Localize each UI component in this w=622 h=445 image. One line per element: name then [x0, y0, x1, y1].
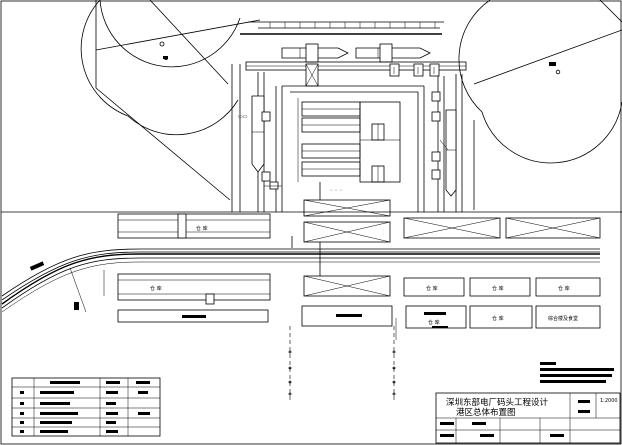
cross-yards: [301, 199, 601, 327]
svg-text:仓 库: 仓 库: [150, 285, 162, 292]
legend-table: [11, 377, 161, 437]
roads: [288, 236, 397, 400]
label-yard-mid-right: 仓 库: [426, 285, 438, 292]
left-circle-area: [80, 0, 261, 201]
notes-block: [540, 362, 614, 383]
central-warehouse-block: ◦ ◦ ◦: [282, 85, 425, 212]
right-circle-area: [458, 0, 622, 210]
title-block: 深圳东部电厂码头工程设计 港区总体布置图 1:2000: [435, 392, 621, 444]
label-yard-corner: 综合楼及食堂: [548, 315, 578, 322]
left-pier: ▭▭: [231, 64, 283, 212]
title-project: 深圳东部电厂码头工程设计: [446, 397, 549, 408]
label-yard-right: 仓 库: [492, 285, 504, 292]
label-yard-lower-right: 仓 库: [492, 315, 504, 322]
right-pier: [431, 74, 463, 212]
label-yard-lower-mid: 仓 库: [428, 319, 440, 326]
rail-tracks: [1, 248, 600, 313]
building-boxes: 仓 库 仓 库 仓 库 仓 库 仓 库 综合楼及食堂: [403, 277, 601, 329]
svg-text:◦ ◦ ◦: ◦ ◦ ◦: [330, 188, 342, 194]
storage-strips-left: 仓 库 仓 库: [103, 213, 271, 323]
title-scale: 1:2000: [600, 398, 618, 404]
berth-area: [240, 21, 467, 87]
svg-text:▭▭: ▭▭: [238, 114, 248, 120]
svg-text:仓 库: 仓 库: [196, 225, 208, 232]
label-yard-far-right: 仓 库: [558, 285, 570, 292]
title-drawing: 港区总体布置图: [456, 407, 516, 418]
